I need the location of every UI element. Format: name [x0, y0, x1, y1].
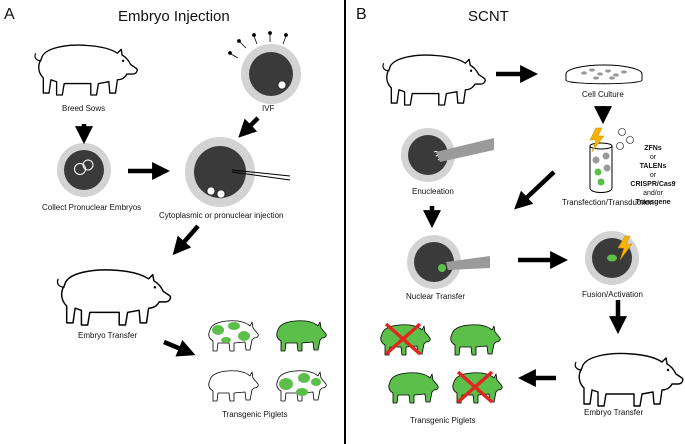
label-fusion: Fusion/Activation: [582, 290, 643, 299]
ivf-oocyte: [228, 31, 301, 104]
sow-illustration-b-transfer: [574, 352, 684, 407]
panel-a-title: Embryo Injection: [118, 8, 230, 25]
label-breed-sows: Breed Sows: [62, 104, 106, 113]
editing-tools-list: ZFNs or TALENs or CRISPR/Cas9 and/or Tra…: [622, 144, 684, 207]
petri-dish: [565, 64, 643, 85]
label-collect-embryos: Collect Pronuclear Embryos: [42, 203, 142, 212]
tool-or-2: or: [649, 172, 657, 179]
donor-pig: [382, 54, 486, 106]
piglet-spotted-2: [276, 370, 327, 402]
sow-illustration-a: [34, 44, 138, 96]
label-ivf: IVF: [262, 104, 275, 113]
label-embryo-transfer-b: Embryo Transfer: [584, 408, 644, 417]
label-enucleation: Enucleation: [412, 187, 454, 196]
tool-or-1: or: [649, 154, 657, 161]
tool-andor: and/or: [643, 190, 663, 197]
piglet-b-2: [450, 324, 501, 356]
label-cell-culture: Cell Culture: [582, 90, 624, 99]
label-injection: Cytoplasmic or pronuclear injection: [159, 211, 284, 220]
panel-b-title: SCNT: [468, 8, 509, 25]
tool-crispr: CRISPR/Cas9: [630, 181, 676, 188]
panel-a-letter: A: [4, 6, 15, 23]
label-embryo-transfer-a: Embryo Transfer: [78, 331, 138, 340]
enucleation-oocyte: [401, 128, 494, 182]
piglets-group-b: [380, 322, 503, 404]
piglet-white-1: [208, 370, 259, 402]
piglet-b-4: [452, 370, 503, 404]
label-nuclear-transfer: Nuclear Transfer: [406, 292, 466, 301]
piglet-spotted-1: [208, 320, 259, 352]
arrows-b: [423, 65, 627, 387]
label-piglets-b: Transgenic Piglets: [410, 416, 476, 425]
tool-transgene: Transgene: [635, 199, 671, 206]
piglet-b-3: [388, 372, 439, 404]
label-piglets-a: Transgenic Piglets: [222, 410, 288, 419]
label-transfection: Transfection/Transduction: [562, 198, 654, 207]
piglet-b-1: [380, 322, 431, 356]
piglet-green-1: [276, 320, 327, 352]
tool-talens: TALENs: [639, 163, 667, 170]
nuclear-transfer-oocyte: [407, 235, 490, 289]
injected-embryo: [185, 137, 291, 207]
sow-illustration-a-transfer: [56, 269, 172, 326]
panel-b-letter: B: [356, 6, 367, 23]
piglets-group-a: [208, 320, 327, 402]
arrows-a: [75, 116, 260, 357]
fusion-oocyte: [585, 231, 639, 285]
transfection-tube: [589, 127, 634, 193]
tool-zfns: ZFNs: [644, 145, 662, 152]
pronuclear-embryo: [57, 143, 111, 197]
